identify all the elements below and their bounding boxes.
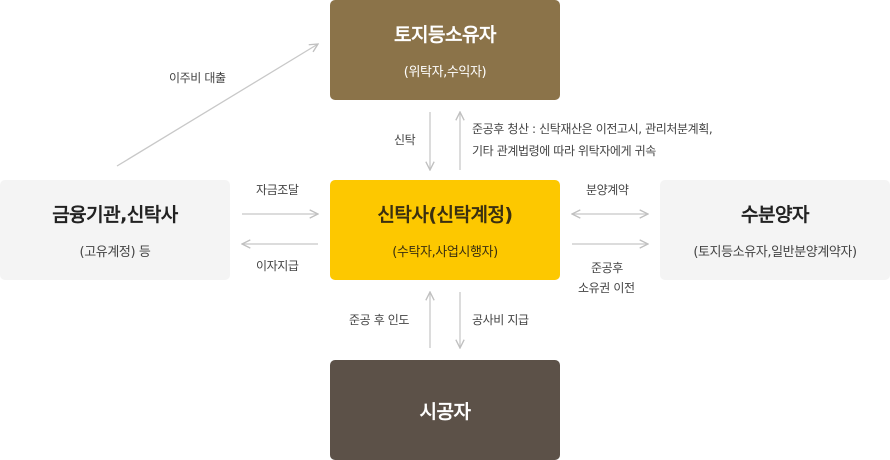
landowner-subtitle: (위탁자,수익자) — [403, 65, 487, 80]
contractor-title: 시공자 — [419, 400, 471, 423]
construction-payment-label: 공사비 지급 — [472, 313, 529, 327]
relocation-loan-label: 이주비 대출 — [169, 71, 226, 85]
arrow-relocation-loan — [116, 44, 318, 167]
financial-institution-title: 금융기관,신탁사 — [52, 204, 178, 226]
financial-institution-subtitle: (고유계정) 등 — [79, 245, 151, 260]
sales-contract-label: 분양계약 — [586, 183, 629, 197]
buyer-box: 수분양자 (토지등소유자,일반분양계약자) — [660, 180, 890, 280]
landowner-title: 토지등소유자 — [394, 24, 496, 46]
settlement-label-line1: 준공후 청산 : 신탁재산은 이전고시, 관리처분계획, — [472, 122, 713, 136]
ownership-transfer-label-line1: 준공후 — [591, 261, 623, 275]
financial-institution-box: 금융기관,신탁사 (고유계정) 등 — [0, 180, 230, 280]
interest-payment-label: 이자지급 — [256, 259, 299, 273]
trust-company-box: 신탁사(신탁계정) (수탁자,사업시행자) — [330, 180, 560, 280]
trust-transfer-label: 신탁 — [394, 133, 416, 147]
contractor-box: 시공자 — [330, 360, 560, 460]
settlement-label-line2: 기타 관계법령에 따라 위탁자에게 귀속 — [472, 144, 656, 158]
handover-label: 준공 후 인도 — [349, 313, 410, 327]
buyer-subtitle: (토지등소유자,일반분양계약자) — [693, 245, 857, 260]
landowner-box: 토지등소유자 (위탁자,수익자) — [330, 0, 560, 100]
ownership-transfer-label-line2: 소유권 이전 — [578, 281, 635, 295]
funding-label: 자금조달 — [256, 183, 299, 197]
trust-company-title: 신탁사(신탁계정) — [377, 204, 513, 226]
trust-company-subtitle: (수탁자,사업시행자) — [392, 245, 498, 260]
buyer-title: 수분양자 — [741, 204, 809, 226]
